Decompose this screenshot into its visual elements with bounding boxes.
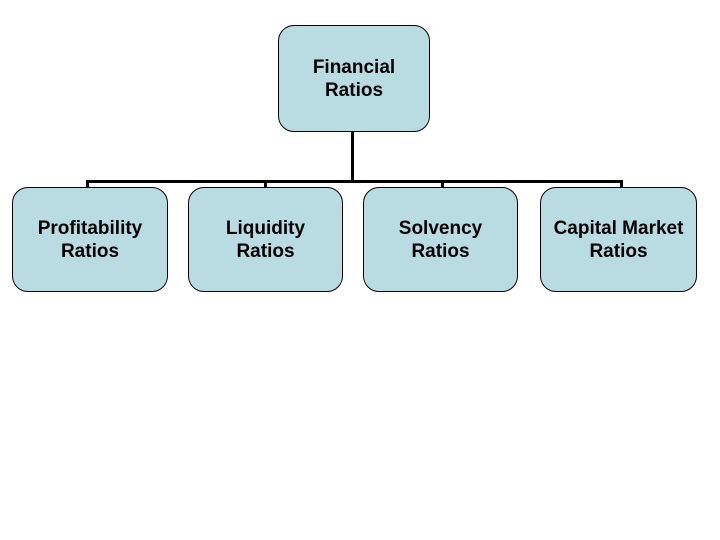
node-financial-ratios: Financial Ratios [278, 25, 430, 132]
connector-stub-capital-market [620, 180, 623, 188]
node-capital-market-ratios: Capital Market Ratios [540, 187, 697, 292]
connector-stub-solvency [441, 180, 444, 188]
node-label-line: Capital Market [553, 217, 684, 239]
node-label-line: Financial [312, 56, 396, 78]
connector-root-vertical [351, 131, 354, 182]
node-label-line: Ratios [589, 240, 648, 262]
connector-stub-liquidity [264, 180, 267, 188]
node-label-line: Ratios [324, 79, 384, 101]
node-liquidity-ratios: Liquidity Ratios [188, 187, 343, 292]
node-profitability-ratios: Profitability Ratios [12, 187, 168, 292]
node-label-line: Liquidity [225, 217, 306, 239]
node-solvency-ratios: Solvency Ratios [363, 187, 518, 292]
connector-stub-profitability [86, 180, 89, 188]
node-label-line: Ratios [411, 240, 470, 262]
connector-horizontal-rail [86, 180, 623, 183]
node-label-line: Ratios [236, 240, 295, 262]
node-label-line: Ratios [60, 240, 120, 262]
node-label-line: Profitability [37, 217, 143, 239]
node-label-line: Solvency [398, 217, 483, 239]
